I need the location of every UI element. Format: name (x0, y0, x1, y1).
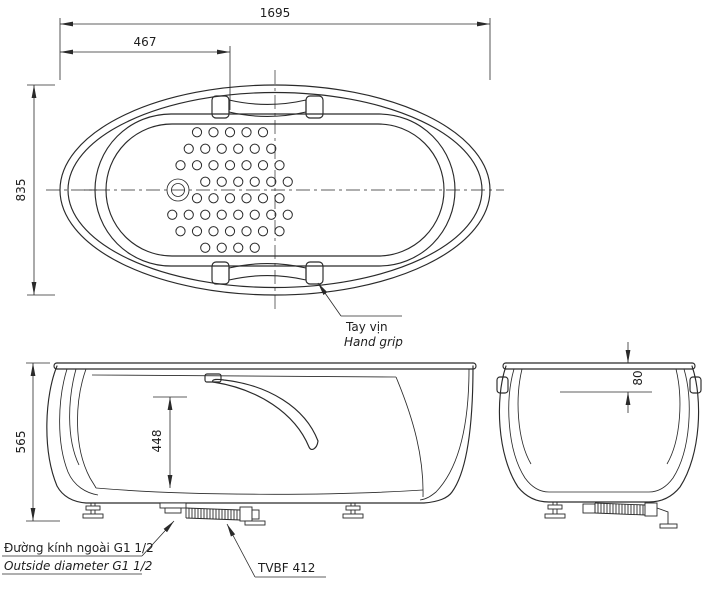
drain-plumbing-front (159, 502, 266, 526)
dim-overall-length: 1695 (260, 6, 291, 20)
model-callout-leader (226, 523, 326, 578)
center-lines (46, 70, 504, 310)
dim-inner-depth: 448 (150, 430, 164, 453)
hand-grip-top (211, 95, 324, 119)
front-view: 565 448 Đường kính ngoài G1 1/2 Outside … (2, 362, 477, 578)
dim-overall-width: 835 (14, 179, 28, 202)
front-feet (82, 503, 364, 519)
top-view-dimensions (27, 18, 491, 296)
anti-slip-dots (167, 127, 293, 253)
outlet-callout-vi: Đường kính ngoài G1 1/2 (4, 541, 154, 555)
grip-callout-vi: Tay vịn (345, 320, 388, 334)
top-view: 1695 467 835 Tay vịn Hand grip (14, 6, 504, 349)
dim-rim-to-grip: 80 (631, 370, 645, 385)
end-view: 80 (496, 342, 702, 529)
grip-callout-leader (317, 282, 402, 317)
grip-end-tabs (496, 376, 702, 394)
front-view-dimensions (26, 362, 187, 522)
hand-grip-profile (204, 373, 319, 450)
outlet-callout-leader (2, 520, 175, 575)
grip-callout-en: Hand grip (344, 335, 403, 349)
model-label: TVBF 412 (257, 561, 315, 575)
outlet-callout-en: Outside diameter G1 1/2 (4, 559, 152, 573)
dim-drain-offset: 467 (134, 35, 157, 49)
drain-plumbing-end (544, 502, 678, 529)
dim-overall-height: 565 (14, 431, 28, 454)
hand-grip-bottom (211, 261, 324, 285)
